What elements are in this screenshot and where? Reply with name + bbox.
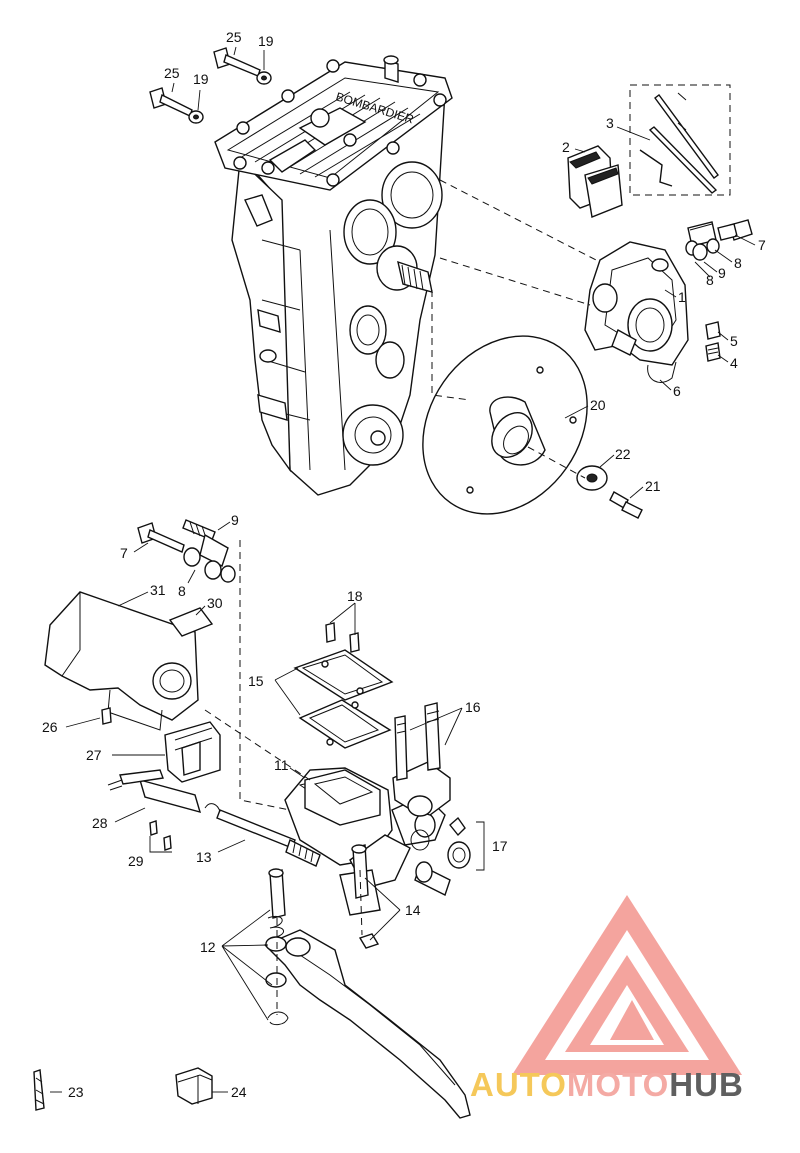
callout-19-lower: 19 [193, 71, 209, 87]
callout-7-lower: 7 [120, 545, 128, 561]
clip-23 [33, 1069, 45, 1111]
callout-7-upper: 7 [758, 237, 766, 253]
banjo-fitting-lower [137, 519, 236, 583]
bolt-21 [609, 491, 643, 519]
leader-lines [50, 46, 756, 1093]
callout-11: 11 [274, 757, 289, 773]
callout-25-lower: 25 [164, 65, 180, 81]
callout-labels: 25 19 25 19 2 3 7 8 9 8 1 5 4 6 20 22 21… [42, 29, 766, 1100]
callout-8-upper: 8 [734, 255, 742, 271]
washer-22 [576, 465, 608, 491]
brake-caliper [584, 241, 689, 366]
callout-31: 31 [150, 582, 166, 598]
callout-30: 30 [207, 595, 223, 611]
brake-pads [567, 145, 623, 218]
callout-22: 22 [615, 446, 631, 462]
lever-spring [267, 916, 284, 939]
bolt-25-upper [213, 47, 261, 77]
callout-8-lower: 8 [178, 583, 186, 599]
callout-26: 26 [42, 719, 58, 735]
handlebar-clamp [392, 702, 451, 817]
pin-kit [629, 84, 731, 196]
pivot-bolt [268, 868, 286, 919]
callout-16: 16 [465, 699, 481, 715]
watermark-word-auto: AUTO [470, 1066, 567, 1103]
callout-12: 12 [200, 939, 216, 955]
circlip [267, 1011, 289, 1026]
washer-19-lower [188, 110, 204, 124]
bracket-29-leader [149, 836, 172, 853]
master-cylinder-cover [44, 591, 214, 731]
callout-15: 15 [248, 673, 264, 689]
kit-17-bracket [476, 821, 485, 871]
callout-20: 20 [590, 397, 606, 413]
brake-lever [263, 929, 471, 1119]
screw-26 [101, 707, 112, 725]
cover-bolts [233, 59, 447, 187]
callout-3: 3 [606, 115, 614, 131]
callout-14: 14 [405, 902, 421, 918]
screws-18 [325, 622, 360, 653]
callout-4: 4 [730, 355, 738, 371]
watermark-word-hub: HUB [669, 1066, 744, 1103]
callout-27: 27 [86, 747, 102, 763]
callout-8-mid: 8 [706, 272, 714, 288]
brake-switch [164, 721, 221, 783]
callout-29: 29 [128, 853, 144, 869]
screws-29 [149, 820, 172, 851]
push-rod [204, 803, 321, 867]
callout-6: 6 [673, 383, 681, 399]
callout-28: 28 [92, 815, 108, 831]
callout-21: 21 [645, 478, 661, 494]
callout-9-upper: 9 [718, 265, 726, 281]
washer-19-upper [256, 71, 272, 85]
reservoir-cap [293, 649, 394, 749]
connector-24 [175, 1067, 213, 1105]
watermark-word-moto: MOTO [566, 1066, 670, 1103]
callout-13: 13 [196, 849, 212, 865]
callout-17: 17 [492, 838, 508, 854]
bearing-bosses [342, 161, 443, 466]
bleeder-screw [705, 342, 721, 362]
callout-9-lower: 9 [231, 512, 239, 528]
watermark-wordmark: AUTOMOTOHUB [470, 1066, 744, 1106]
banjo-fitting-upper [685, 219, 753, 261]
spring-clip [647, 361, 677, 383]
callout-25-upper: 25 [226, 29, 242, 45]
switch-bracket [107, 769, 202, 814]
assembly-lines-lower [204, 540, 363, 1015]
callout-1: 1 [678, 289, 686, 305]
callout-18: 18 [347, 588, 363, 604]
callout-19-upper: 19 [258, 33, 274, 49]
gearbox-housing: BOMBARDIER [214, 55, 453, 496]
bleeder-cap [705, 321, 721, 340]
watermark-logo [512, 895, 742, 1075]
callout-24: 24 [231, 1084, 247, 1100]
assembly-lines-upper [431, 179, 601, 479]
piston-kit [410, 816, 471, 896]
bolt-25-lower [149, 87, 193, 117]
callout-5: 5 [730, 333, 738, 349]
callout-2: 2 [562, 139, 570, 155]
callout-23: 23 [68, 1084, 84, 1100]
brake-disc [422, 335, 588, 515]
